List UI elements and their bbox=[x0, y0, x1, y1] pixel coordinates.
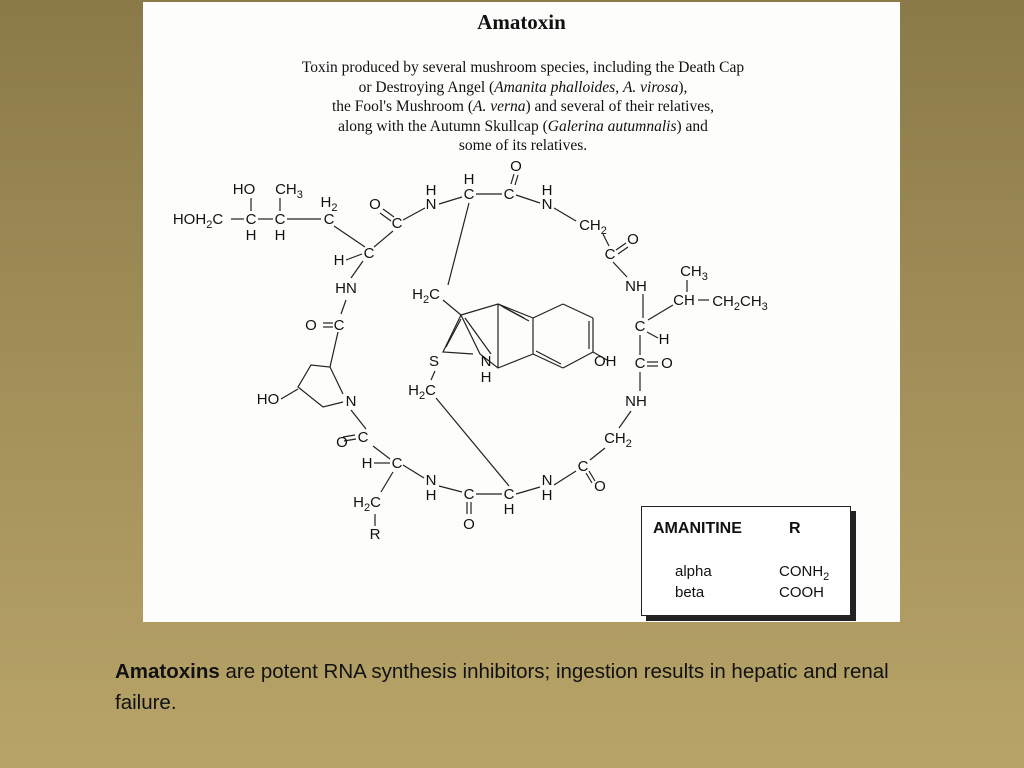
atom-label: CH2 bbox=[604, 430, 632, 450]
atom-label: C bbox=[334, 317, 345, 334]
species-name: A. virosa bbox=[622, 78, 679, 96]
atom-label: H bbox=[334, 252, 345, 269]
atom-label: HN bbox=[335, 280, 357, 297]
species-name: Galerina autumnalis bbox=[547, 117, 677, 135]
figure-panel: Amatoxin Toxin produced by several mushr… bbox=[143, 2, 900, 622]
atom-label: R bbox=[370, 526, 381, 543]
species-name: Amanita phalloides bbox=[494, 78, 616, 96]
legend-header-name: AMANITINE bbox=[653, 520, 742, 537]
atom-label: O bbox=[510, 158, 522, 175]
atom-label: H bbox=[659, 331, 670, 348]
atom-label: O bbox=[594, 478, 606, 495]
atom-label: H bbox=[481, 369, 492, 386]
atom-label: N bbox=[481, 353, 492, 370]
desc-line-3: the Fool's Mushroom (A. verna) and sever… bbox=[331, 98, 715, 115]
figure-description: Toxin produced by several mushroom speci… bbox=[223, 58, 823, 156]
atom-label: C bbox=[504, 486, 515, 503]
atom-label: C bbox=[464, 486, 475, 503]
atom-label: C bbox=[504, 186, 515, 203]
atom-label: O bbox=[627, 231, 639, 248]
atom-label: O bbox=[336, 434, 348, 451]
atom-label: N bbox=[426, 196, 437, 213]
legend-row-value: CONH2 bbox=[779, 563, 830, 583]
atom-label: C bbox=[275, 211, 286, 228]
atom-label: C bbox=[635, 318, 646, 335]
legend-row-name: beta bbox=[675, 584, 705, 601]
atom-label: O bbox=[463, 516, 475, 533]
atom-label: OH bbox=[594, 353, 617, 370]
atom-label: C bbox=[392, 215, 403, 232]
atom-label: CH2 bbox=[579, 217, 607, 237]
legend-row-name: alpha bbox=[675, 563, 712, 580]
atom-label: H bbox=[246, 227, 257, 244]
atom-label: O bbox=[305, 317, 317, 334]
atom-label: NH bbox=[625, 393, 647, 410]
atom-label: CH3 bbox=[275, 181, 303, 201]
atom-label: N bbox=[426, 472, 437, 489]
figure-title: Amatoxin bbox=[477, 10, 566, 34]
atom-label: CH2CH3 bbox=[712, 293, 768, 313]
atom-label: H2 bbox=[321, 194, 338, 214]
atom-label: H2C bbox=[408, 382, 436, 402]
atom-label: C bbox=[324, 211, 335, 228]
atom-label: H bbox=[542, 487, 553, 504]
atom-label: H bbox=[426, 487, 437, 504]
desc-line-2: or Destroying Angel (Amanita phalloides,… bbox=[358, 78, 688, 96]
atom-label: C bbox=[635, 355, 646, 372]
caption-text: are potent RNA synthesis inhibitors; ing… bbox=[115, 660, 889, 714]
caption-term: Amatoxins bbox=[115, 660, 220, 683]
desc-line-5: some of its relatives. bbox=[458, 137, 588, 154]
legend-row-value: COOH bbox=[779, 584, 824, 601]
atom-label: HO bbox=[233, 181, 256, 198]
amatoxin-structure-diagram: HO CH3 HOH2C C C H H H2 C H C O C H N H … bbox=[173, 158, 768, 543]
atom-label: C bbox=[392, 455, 403, 472]
atom-label: C bbox=[578, 458, 589, 475]
atom-label: H bbox=[426, 182, 437, 199]
atom-label: N bbox=[542, 196, 553, 213]
atom-label: CH bbox=[673, 292, 695, 309]
atom-label: H2C bbox=[412, 286, 440, 306]
atom-label: N bbox=[542, 472, 553, 489]
desc-line-4: along with the Autumn Skullcap (Galerina… bbox=[338, 117, 708, 135]
atom-label: H2C bbox=[353, 494, 381, 514]
atom-label: H bbox=[362, 455, 373, 472]
atom-label: C bbox=[358, 429, 369, 446]
atom-label: H bbox=[275, 227, 286, 244]
atom-label: HOH2C bbox=[173, 211, 223, 231]
atom-label: C bbox=[605, 246, 616, 263]
atom-label: H bbox=[504, 501, 515, 518]
atom-label: HO bbox=[257, 391, 280, 408]
atom-label: O bbox=[369, 196, 381, 213]
atom-label: C bbox=[364, 245, 375, 262]
atom-label: NH bbox=[625, 278, 647, 295]
atom-label: S bbox=[429, 353, 439, 370]
atom-label: C bbox=[464, 186, 475, 203]
species-name: A. verna bbox=[473, 98, 526, 115]
atom-label: H bbox=[542, 182, 553, 199]
amanitine-legend-table: AMANITINE R alpha CONH2 beta COOH bbox=[641, 506, 851, 616]
atom-label: O bbox=[661, 355, 673, 372]
desc-line-1: Toxin produced by several mushroom speci… bbox=[301, 59, 745, 76]
legend-header-r: R bbox=[789, 520, 801, 537]
atom-label: H bbox=[464, 171, 475, 188]
atom-label: N bbox=[346, 393, 357, 410]
slide-caption: Amatoxins are potent RNA synthesis inhib… bbox=[115, 656, 915, 718]
atom-label: CH3 bbox=[680, 263, 708, 283]
atom-label: C bbox=[246, 211, 257, 228]
